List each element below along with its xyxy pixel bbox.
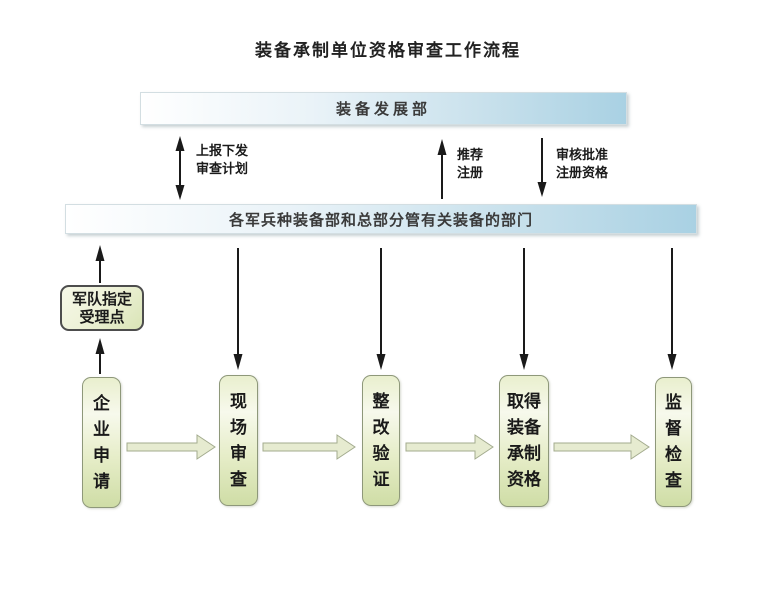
flow-arrow-2-icon — [262, 434, 356, 460]
down-arrow-to-rectify-icon — [376, 248, 386, 370]
down-arrow-to-site-review-icon — [233, 248, 243, 370]
label-report-plan: 上报下发审查计划 — [196, 144, 249, 177]
top-department-label: 装备发展部 — [335, 100, 431, 118]
down-arrow-to-supervision-icon — [667, 248, 677, 370]
step-box-obtain-qualification: 取得装备承制资格 — [499, 375, 549, 507]
step-label: 监督检查 — [665, 393, 682, 491]
diagram-title: 装备承制单位资格审查工作流程 — [255, 41, 521, 61]
up-arrow-accept-to-bar-icon — [95, 245, 105, 283]
step-box-enterprise-apply: 企业申请 — [82, 377, 121, 508]
step-label: 现场审查 — [230, 391, 247, 490]
step-label: 整改验证 — [372, 391, 390, 490]
flow-arrow-4-icon — [553, 434, 650, 460]
label-recommend-registration: 推荐注册 — [457, 148, 484, 181]
up-arrow-recommend-icon — [437, 139, 447, 199]
acceptance-point-label: 军队指定受理点 — [71, 290, 132, 326]
step-label: 企业申请 — [93, 393, 110, 492]
mid-department-label: 各军兵种装备部和总部分管有关装备的部门 — [228, 210, 533, 229]
step-box-supervision-check: 监督检查 — [655, 377, 692, 507]
down-arrow-approve-icon — [537, 138, 547, 197]
label-approve-qualification: 审核批准注册资格 — [556, 148, 609, 181]
step-label: 取得装备承制资格 — [507, 392, 541, 490]
double-arrow-icon — [175, 136, 185, 200]
mid-department-bar: 各军兵种装备部和总部分管有关装备的部门 — [65, 204, 697, 234]
top-department-bar: 装备发展部 — [140, 92, 627, 125]
step-box-rectify-verify: 整改验证 — [362, 375, 400, 506]
flow-arrow-3-icon — [405, 434, 494, 460]
down-arrow-to-qualification-icon — [519, 248, 529, 370]
step-box-site-review: 现场审查 — [219, 375, 258, 506]
up-arrow-apply-to-accept-icon — [95, 338, 105, 374]
flow-arrow-1-icon — [126, 434, 216, 460]
acceptance-point-box: 军队指定受理点 — [60, 285, 144, 331]
